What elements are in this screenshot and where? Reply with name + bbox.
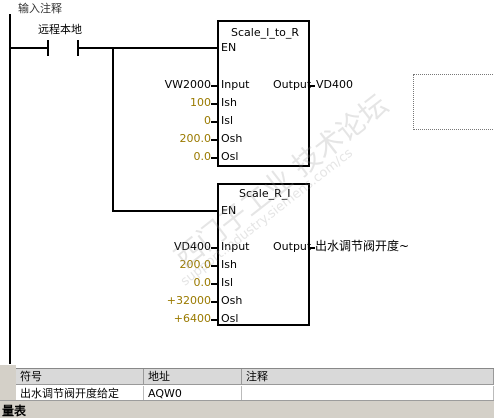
isl-operand[interactable]: 0 [204,114,211,127]
rung-wire [79,47,218,49]
pin-tick [211,121,217,123]
splitter-strip [0,365,16,401]
isl-pin-label: Isl [221,276,234,289]
osh-pin-label: Osh [221,132,243,145]
branch-wire-to-block2 [112,210,218,212]
bottom-tab-label[interactable]: 量表 [2,404,27,418]
isl-operand[interactable]: 0.0 [193,276,212,289]
ish-pin-label: Ish [221,258,237,271]
output-pin-label: Output [273,240,312,253]
pin-tick [309,247,315,249]
output-operand[interactable]: VD400 [316,78,353,91]
branch-wire [112,47,114,212]
pin-tick [309,85,315,87]
osl-operand[interactable]: 0.0 [193,150,212,163]
col-header-symbol[interactable]: 符号 [16,369,144,385]
network-comment-box[interactable] [413,74,494,130]
input-operand[interactable]: VW2000 [164,78,211,91]
ish-operand[interactable]: 200.0 [179,258,212,271]
network-comment-hint[interactable]: 输入注释 [18,2,62,15]
contact-right-bar [77,40,79,56]
en-pin-label: EN [221,41,237,54]
rung-wire [11,47,47,49]
osh-operand[interactable]: +32000 [166,294,211,307]
output-operand[interactable]: 出水调节阀开度~ [315,239,410,253]
symbol-table[interactable]: 符号 地址 注释 出水调节阀开度给定 AQW0 [16,368,494,401]
power-rail [9,14,11,364]
osl-pin-label: Osl [221,150,239,163]
block-title: Scale_I_to_R [231,26,300,39]
pin-tick [211,301,217,303]
cell-address[interactable]: AQW0 [144,386,242,401]
input-operand[interactable]: VD400 [174,240,211,253]
ladder-editor[interactable]: 输入注释 远程本地 Scale_I_to_R EN Input Ish Isl … [0,0,494,365]
contact-label[interactable]: 远程本地 [38,23,82,36]
input-pin-label: Input [221,78,250,91]
pin-tick [211,319,217,321]
col-header-comment[interactable]: 注释 [242,369,494,385]
pin-tick [211,283,217,285]
pin-tick [211,157,217,159]
scale-i-to-r-block[interactable] [217,20,310,167]
pin-tick [211,103,217,105]
osh-operand[interactable]: 200.0 [179,132,212,145]
en-pin-label: EN [221,204,237,217]
pin-tick [211,265,217,267]
scale-r-i-block[interactable] [217,183,310,326]
col-header-address[interactable]: 地址 [144,369,242,385]
pin-tick [211,139,217,141]
ish-operand[interactable]: 100 [190,96,211,109]
cell-comment[interactable] [242,386,494,401]
contact-left-bar [47,40,49,56]
block-title: Scale_R_I [239,187,291,200]
ish-pin-label: Ish [221,96,237,109]
isl-pin-label: Isl [221,114,234,127]
output-pin-label: Output [273,78,312,91]
osl-pin-label: Osl [221,312,239,325]
input-pin-label: Input [221,240,250,253]
osl-operand[interactable]: +6400 [173,312,211,325]
osh-pin-label: Osh [221,294,243,307]
pin-tick [211,247,217,249]
pin-tick [211,85,217,87]
bottom-tab-bar[interactable]: 量表 [0,400,494,418]
cell-symbol[interactable]: 出水调节阀开度给定 [16,386,144,401]
